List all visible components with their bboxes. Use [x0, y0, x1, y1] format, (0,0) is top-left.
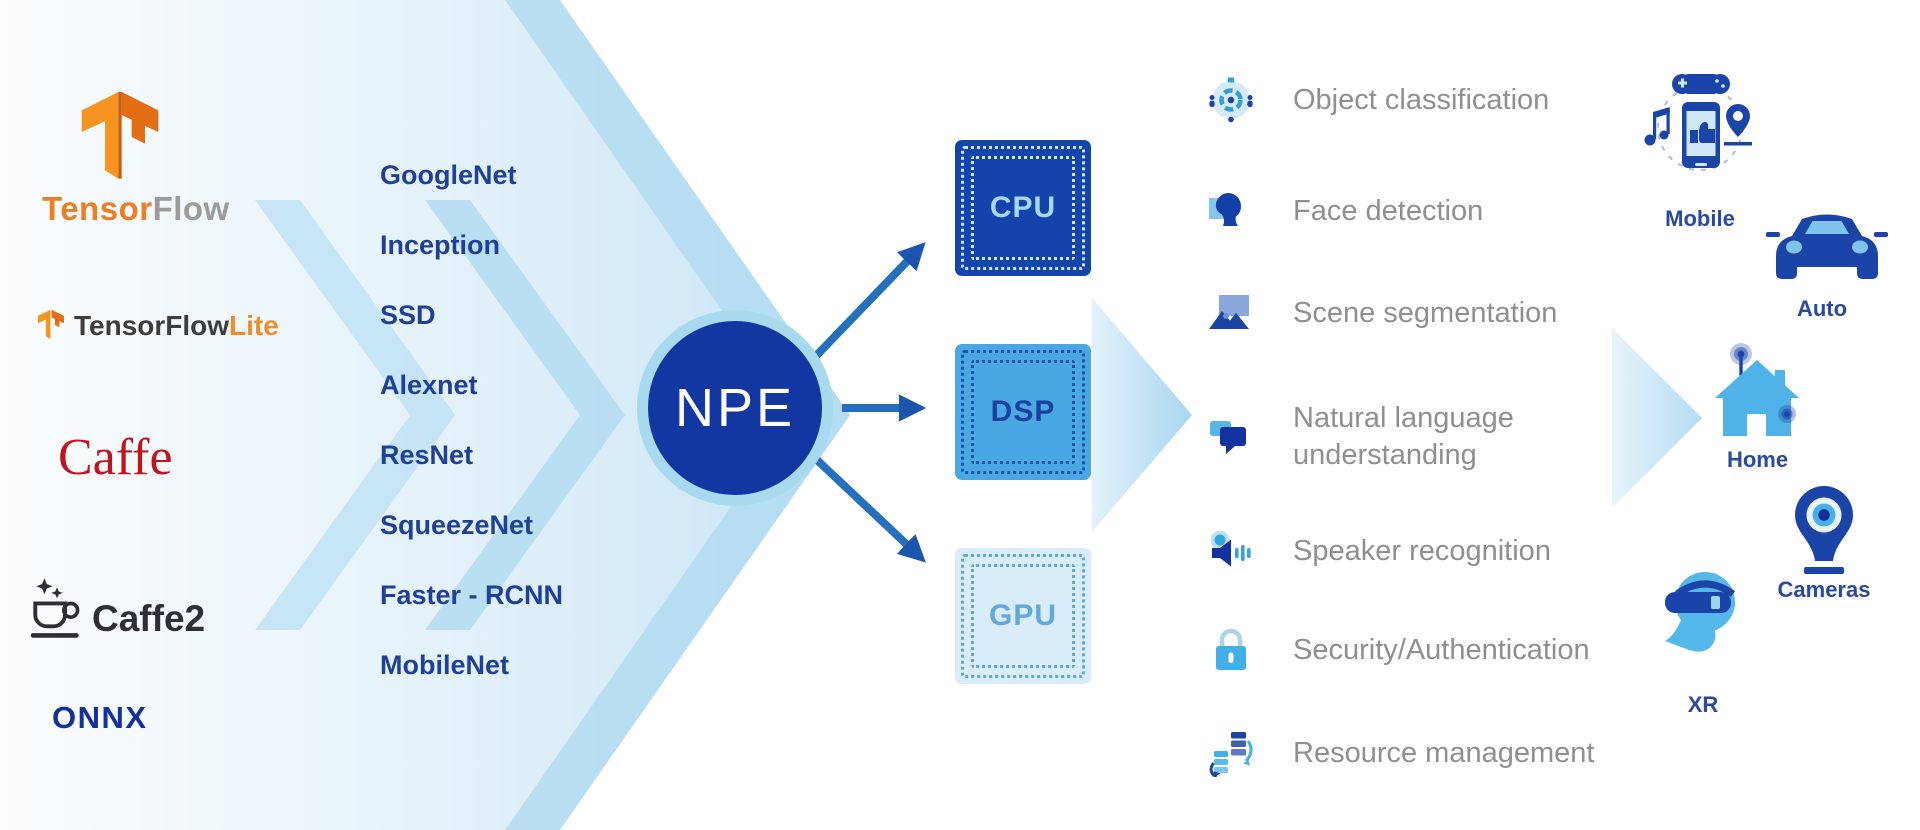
speech-bubbles-icon [1205, 413, 1257, 461]
use-case-face-detection: Face detection [1205, 187, 1483, 235]
use-case-label: Scene segmentation [1293, 296, 1558, 329]
smart-home-icon [1703, 338, 1811, 448]
tensorflow-lite-logo-icon [34, 308, 68, 342]
tensorflow-lite-part2: Lite [229, 310, 279, 341]
padlock-icon [1205, 626, 1257, 674]
caffe-wordmark: Caffe [58, 429, 173, 486]
use-case-object-classification: Object classification [1205, 76, 1549, 124]
use-case-label: Object classification [1293, 83, 1550, 116]
model-item-squeezenet: SqueezeNet [380, 510, 534, 540]
dsp-chip-pins [961, 350, 1085, 474]
gpu-chip-pins-inner [971, 564, 1075, 668]
use-case-speaker-recognition: Speaker recognition [1205, 527, 1551, 575]
model-item-inception: Inception [380, 230, 500, 260]
use-case-label: Resource management [1293, 736, 1595, 769]
use-case-label: Speaker recognition [1293, 534, 1551, 567]
model-item-resnet: ResNet [380, 440, 474, 470]
resource-sync-icon [1205, 729, 1257, 777]
gpu-chip-pins [961, 554, 1085, 678]
use-case-natural-language-understanding: Natural language understanding [1205, 399, 1548, 475]
npe-label: NPE [674, 378, 796, 438]
tensorflow-logo-icon [70, 88, 170, 186]
cpu-chip: CPU [955, 140, 1091, 276]
cpu-label: CPU [989, 191, 1057, 224]
use-case-scene-segmentation: Scene segmentation [1205, 289, 1557, 337]
use-case-security-authentication: Security/Authentication [1205, 626, 1590, 674]
gpu-label: GPU [988, 599, 1057, 632]
model-item-alexnet: Alexnet [380, 370, 478, 400]
caffe2-wordmark: Caffe2 [92, 598, 206, 639]
model-item-googlenet: GoogleNet [380, 160, 517, 190]
tensorflow-word-part1: Tensor [42, 190, 153, 227]
model-item-mobilenet: MobileNet [380, 650, 510, 680]
dsp-chip: DSP [955, 344, 1091, 480]
vr-headset-icon [1653, 562, 1755, 680]
use-case-label: Security/Authentication [1293, 633, 1590, 666]
use-case-label: Natural language understanding [1293, 402, 1514, 471]
dsp-chip-pins-inner [971, 360, 1075, 464]
mobile-phone-icon [1638, 70, 1762, 202]
model-item-ssd: SSD [380, 300, 436, 330]
device-label-home: Home [1726, 447, 1789, 472]
device-label-xr: XR [1687, 692, 1719, 717]
model-item-faster-rcnn: Faster - RCNN [380, 580, 564, 610]
npe-node: NPE [637, 310, 833, 506]
tensorflow-wordmark: TensorFlow [42, 190, 229, 228]
coffee-cup-icon [28, 576, 86, 640]
onnx-wordmark: ONNX [52, 700, 148, 735]
use-case-resource-management: Resource management [1205, 729, 1594, 777]
tensorflow-lite-wordmark: TensorFlowLite [74, 310, 279, 342]
device-label-auto: Auto [1796, 296, 1848, 321]
gpu-chip: GPU [955, 548, 1091, 684]
security-camera-icon [1779, 482, 1869, 584]
object-classification-icon [1205, 76, 1257, 124]
npe-arrows [812, 242, 927, 563]
speaker-icon [1205, 527, 1257, 575]
tensorflow-word-part2: Flow [152, 190, 230, 227]
scene-segmentation-icon [1205, 289, 1257, 337]
use-case-label: Face detection [1293, 194, 1484, 227]
device-label-mobile: Mobile [1665, 206, 1735, 231]
cpu-chip-pins-inner [971, 156, 1075, 260]
face-detection-icon [1205, 187, 1257, 235]
dsp-label: DSP [990, 395, 1056, 428]
car-icon [1762, 194, 1892, 292]
tensorflow-lite-part1: TensorFlow [74, 310, 230, 341]
device-label-cameras: Cameras [1777, 577, 1871, 602]
cpu-chip-pins [961, 146, 1085, 270]
